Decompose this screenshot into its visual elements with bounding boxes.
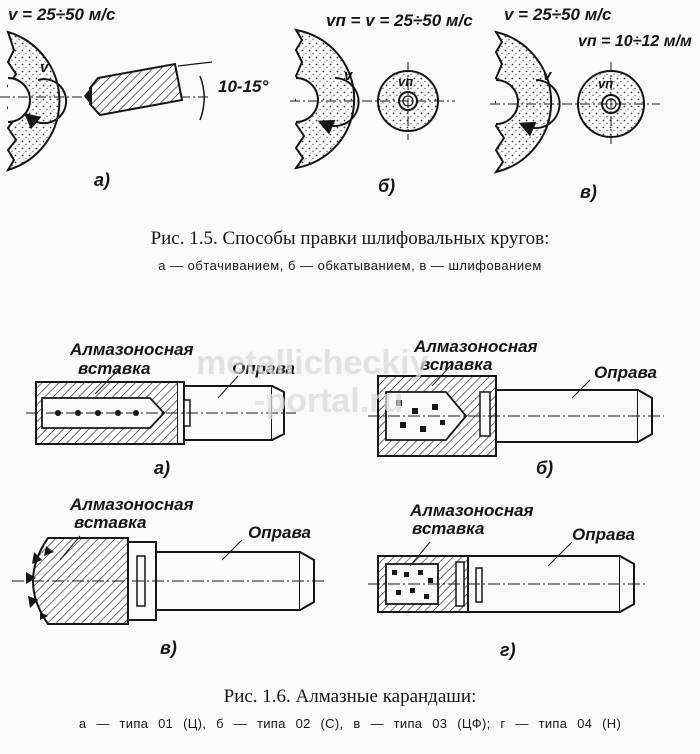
pencil-d bbox=[368, 541, 648, 613]
pencil-d-insert-label-2: вставка bbox=[412, 519, 484, 538]
pencil-b-insert-label-2: вставка bbox=[420, 355, 492, 374]
pencil-a bbox=[26, 367, 296, 445]
dressing-tool-a bbox=[89, 62, 184, 117]
pencil-d-insert-label-1: Алмазоносная bbox=[409, 501, 534, 520]
panel-c-wheel-v: v bbox=[543, 67, 553, 84]
pencil-a-insert-label-1: Алмазоносная bbox=[69, 340, 194, 359]
pencil-c-letter: в) bbox=[160, 638, 177, 658]
pencil-b-mandrel-label: Оправа bbox=[594, 363, 657, 382]
pencil-a-mandrel-label: Оправа bbox=[232, 359, 295, 378]
pencil-b-insert-label-1: Алмазоносная bbox=[413, 337, 538, 356]
panel-c-speed: v = 25÷50 м/с bbox=[504, 5, 612, 24]
panel-b-letter: б) bbox=[378, 176, 395, 196]
panel-c-speed2: vп = 10÷12 м/м bbox=[578, 33, 692, 50]
fig16-caption: Рис. 1.6. Алмазные карандаши: bbox=[223, 686, 477, 707]
pencil-c-mandrel-label: Оправа bbox=[248, 523, 311, 542]
pencil-a-insert-label-2: вставка bbox=[78, 359, 150, 378]
pencil-c-insert-label-2: вставка bbox=[74, 513, 146, 532]
pencil-d-letter: г) bbox=[500, 640, 516, 660]
pencil-c bbox=[12, 535, 326, 625]
fig15-panel-a bbox=[0, 30, 213, 172]
pencil-b bbox=[368, 363, 664, 457]
panel-b-wheel-v: v bbox=[344, 67, 354, 84]
fig16-subcaption: а — типа 01 (Ц), б — типа 02 (С), в — ти… bbox=[78, 716, 622, 731]
pencil-d-mandrel-label: Оправа bbox=[572, 525, 635, 544]
fig15-subcaption: а — обтачиванием, б — обкатыванием, в — … bbox=[158, 258, 542, 273]
panel-a-speed: v = 25÷50 м/с bbox=[8, 5, 116, 24]
panel-b-roller-v: vп bbox=[398, 74, 413, 89]
watermark-line-1: metallicheckiy bbox=[196, 344, 429, 382]
panel-a-angle: 10-15° bbox=[218, 77, 268, 96]
panel-b-speed: vп = v = 25÷50 м/с bbox=[326, 11, 473, 30]
pencil-b-letter: б) bbox=[536, 458, 553, 478]
pencil-c-insert-label-1: Алмазоносная bbox=[69, 495, 194, 514]
fig15-panel-c bbox=[490, 30, 660, 174]
watermark-line-2: -portal.ru bbox=[254, 382, 403, 420]
fig15-caption: Рис. 1.5. Способы правки шлифовальных кр… bbox=[150, 228, 550, 249]
panel-a-letter: a) bbox=[94, 170, 110, 190]
fig15-panel-b bbox=[290, 28, 455, 170]
pencil-a-letter: a) bbox=[154, 458, 170, 478]
panel-c-letter: в) bbox=[580, 182, 597, 202]
panel-a-wheel-v: v bbox=[40, 59, 50, 76]
panel-c-roller-v: vп bbox=[598, 76, 613, 91]
